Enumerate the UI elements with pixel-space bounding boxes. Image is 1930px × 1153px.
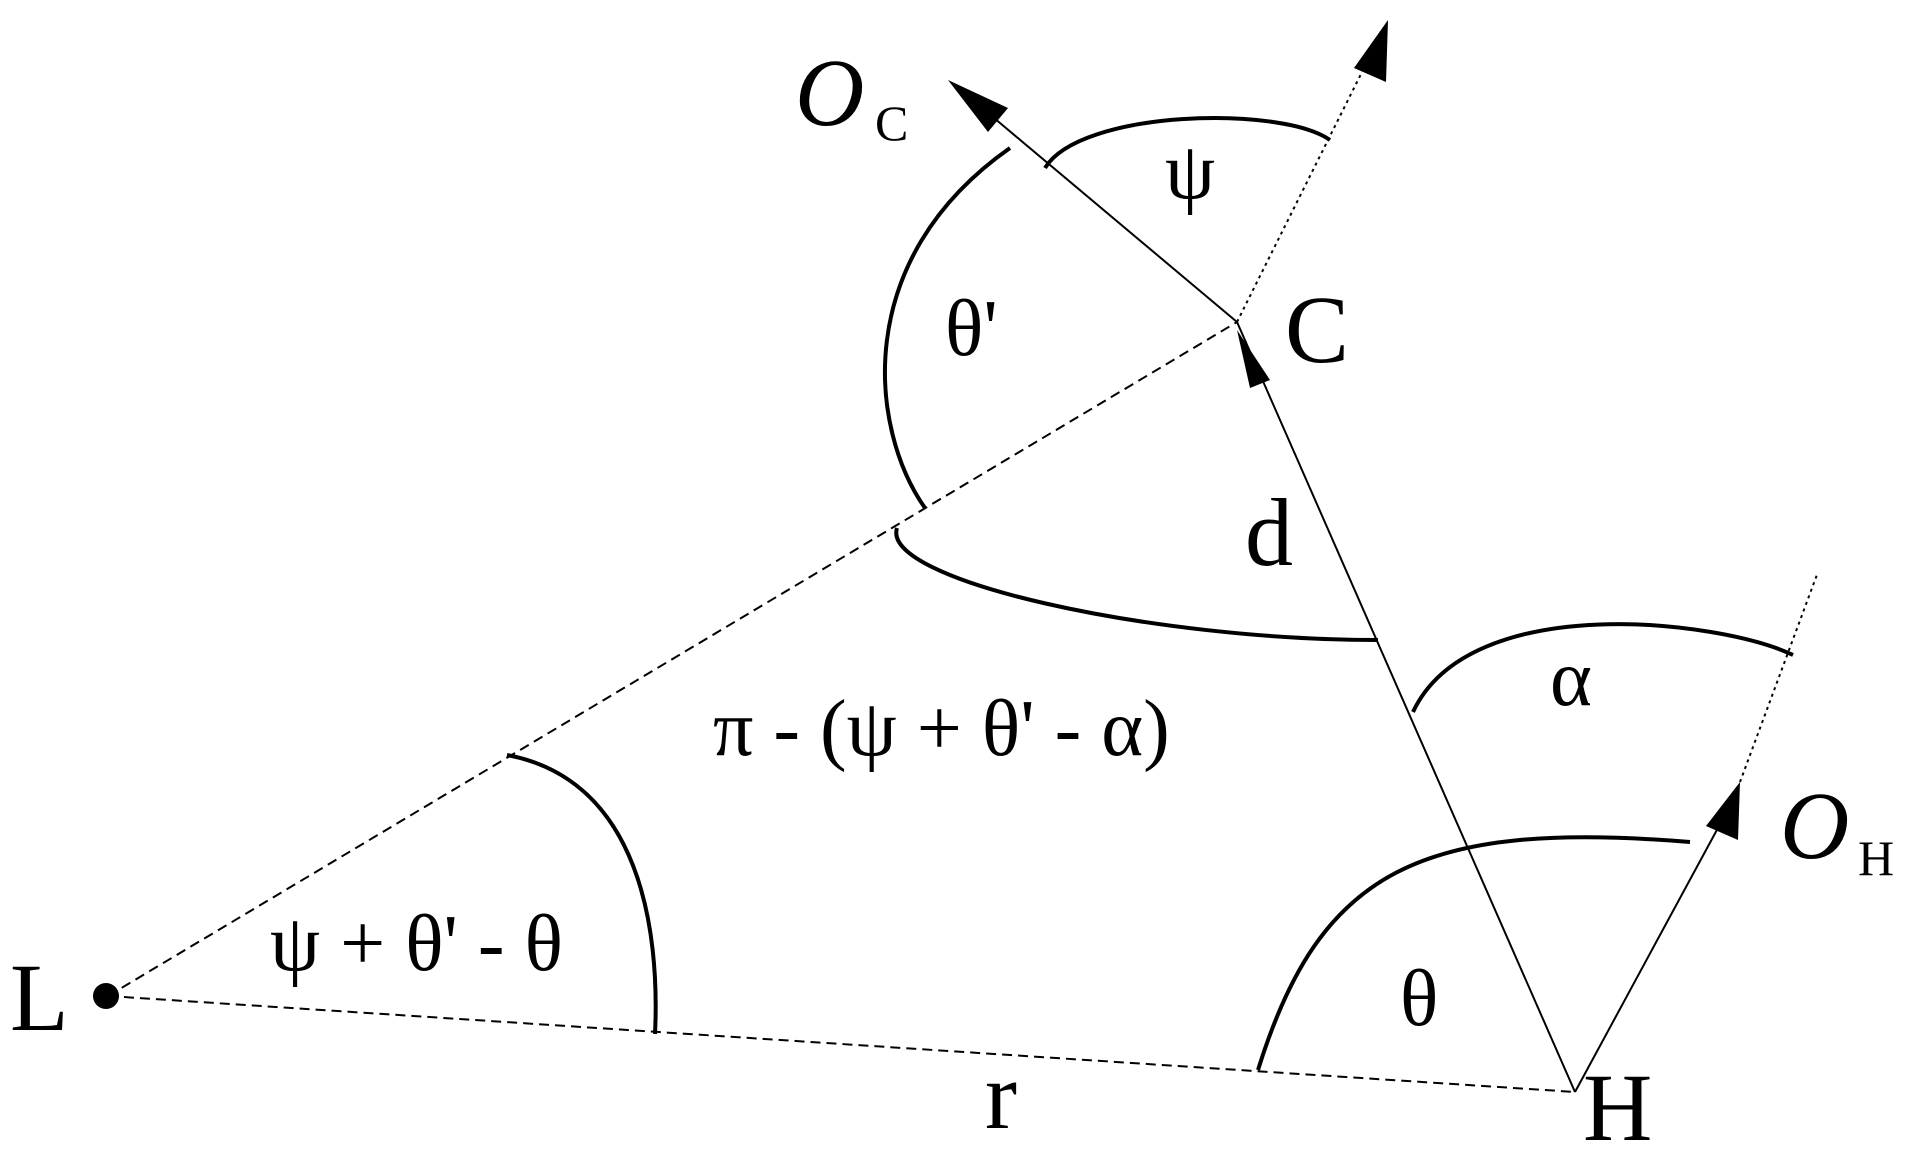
arrowhead-oc [948,80,1008,132]
arrowhead-extension-C [1354,20,1388,82]
arc-pi-expression [894,527,1379,642]
line-L-to-H-r [107,995,1576,1093]
arrowhead-on-d [1237,330,1270,388]
vector-d-H-to-C [1236,321,1576,1093]
label-d: d [1245,479,1293,586]
dotted-extension-H [1739,571,1819,783]
point-L-dot [93,983,119,1009]
label-oh-sub: H [1858,830,1894,886]
label-psi: ψ [1165,128,1215,216]
label-r: r [985,1042,1017,1149]
label-alpha: α [1550,635,1592,723]
label-oc-main: O [795,39,864,146]
label-theta-prime: θ' [945,285,998,373]
arc-psi [1043,116,1332,170]
label-L-expression: ψ + θ' - θ [270,900,563,988]
label-point-H: H [1583,1054,1652,1153]
arc-alpha [1411,622,1794,713]
label-theta: θ [1400,955,1438,1043]
label-oc-sub: C [875,95,908,151]
line-L-to-C [107,321,1238,997]
arc-theta [1256,835,1691,1071]
label-pi-expression: π - (ψ + θ' - α) [713,685,1170,773]
vector-oc [974,101,1238,323]
vector-oh [1574,814,1726,1093]
label-point-C: C [1285,276,1349,383]
arc-theta-prime [882,146,1012,510]
arc-L-angle [506,753,658,1035]
arrowhead-oh [1706,782,1740,840]
label-oh-main: O [1780,772,1849,879]
label-point-L: L [10,944,69,1051]
